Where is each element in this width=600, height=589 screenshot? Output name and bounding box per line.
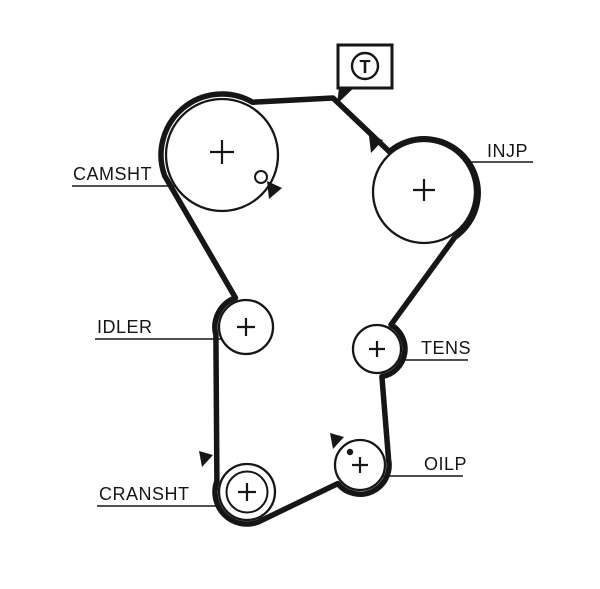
label-idler: IDLER (95, 317, 222, 340)
t-badge-circle (350, 51, 380, 81)
label-oil-pump: OILP (382, 454, 467, 477)
timing-belt-path (158, 91, 481, 527)
idler-label: IDLER (97, 317, 153, 337)
t-badge: T (336, 43, 394, 104)
injection-pump-pulley (369, 136, 477, 245)
direction-arrow-icon (330, 433, 344, 449)
injection-pump-label: INJP (487, 141, 528, 161)
label-tensioner: TENS (398, 338, 471, 361)
camshaft-label: CAMSHT (73, 164, 152, 184)
camshaft-pulley (164, 97, 282, 213)
plus-center-mark (369, 341, 385, 357)
oil-pump-label: OILP (424, 454, 467, 474)
label-crankshaft: CRANSHT (97, 484, 216, 507)
plus-center-mark (237, 318, 255, 336)
timing-mark-dot (254, 170, 268, 184)
direction-arrow-icon (267, 181, 282, 199)
crankshaft-label: CRANSHT (99, 484, 190, 504)
idler-pulley (217, 298, 275, 356)
label-injection-pump: INJP (465, 141, 533, 163)
label-camshaft: CAMSHT (72, 164, 176, 187)
crankshaft-inner-ring (225, 470, 269, 514)
tensioner-label: TENS (421, 338, 471, 358)
plus-center-mark (210, 140, 234, 164)
direction-arrow-icon (369, 136, 383, 153)
plus-center-mark (238, 483, 256, 501)
t-badge-letter: T (360, 57, 371, 77)
oil-pump-pulley (330, 433, 387, 492)
tensioner-pulley (351, 323, 403, 375)
crankshaft-pulley (199, 451, 277, 522)
plus-center-mark (352, 457, 368, 473)
timing-mark-dot (346, 448, 354, 456)
direction-arrow-icon (199, 451, 213, 467)
plus-center-mark (413, 179, 435, 201)
